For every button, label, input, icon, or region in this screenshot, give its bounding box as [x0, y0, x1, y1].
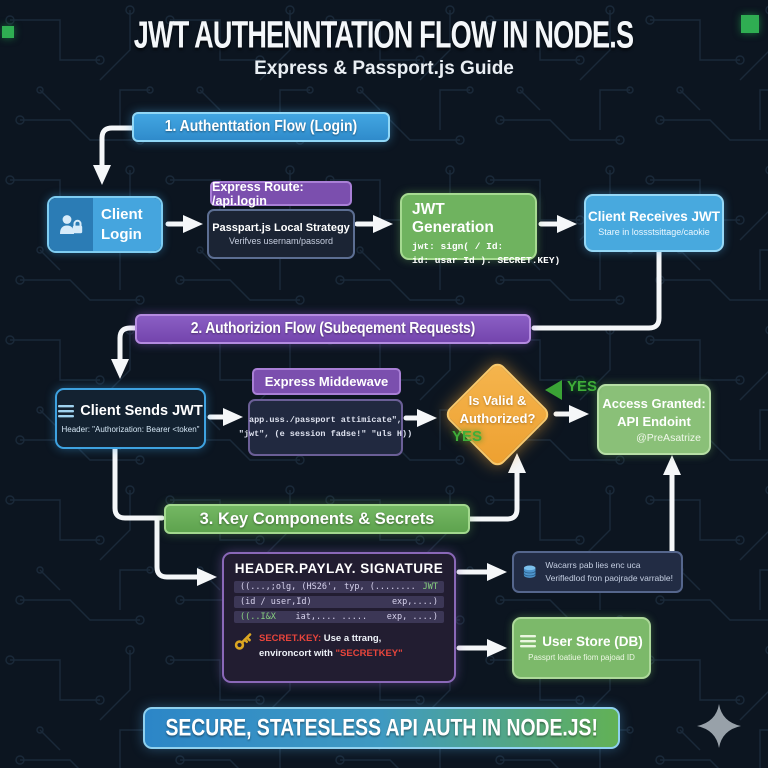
- line-sends-to-banner3: [112, 446, 165, 521]
- yes-label-right: YES: [567, 378, 598, 395]
- client-login-node: Client Login: [47, 196, 163, 253]
- arrow-banner3-to-diamond: [467, 453, 526, 522]
- secret-key-note: SECRET.KEY: Use a ttrang, environcort wi…: [224, 628, 454, 661]
- middleware-code2: "jwt", (e session fadse!" "uls H)): [238, 428, 413, 439]
- corner-accent-top-right: [741, 15, 759, 33]
- access-granted-annotation: @PreAsatrize: [636, 432, 701, 445]
- jwt-structure-title: HEADER.PAYLAY. SIGNATURE: [234, 561, 444, 576]
- footer-banner: SECURE, STATESLESS API AUTH IN NODE.JS!: [143, 707, 620, 749]
- key-info-line1: Wacarrs pab lies enc uca: [545, 559, 641, 570]
- client-sends-node: Client Sends JWT Header: "Authorization:…: [55, 388, 206, 449]
- user-store-subtitle: Passprt loatiue fiom pajoad ID: [528, 653, 635, 662]
- section3-banner: 3. Key Components & Secrets: [164, 504, 470, 534]
- section2-banner: 2. Authorizion Flow (Subeqement Requests…: [135, 314, 531, 344]
- page-subtitle: Express & Passport.js Guide: [254, 58, 514, 79]
- user-store-title: User Store (DB): [542, 634, 643, 649]
- passport-strategy-title: Passpart.js Local Strategy: [212, 222, 350, 234]
- client-sends-subtitle: Header: "Authorization: Bearer <token": [61, 425, 200, 434]
- client-receives-title: Client Receives JWT: [587, 209, 721, 224]
- section1-banner: 1. Authenttation Flow (Login): [132, 112, 390, 142]
- client-receives-node: Client Receives JWT Stare in lossstsitta…: [584, 194, 724, 252]
- jwt-generation-code1: jwt: sign( / Id:: [412, 241, 504, 252]
- decision-label: Is Valid & Authorized?: [459, 393, 536, 426]
- key-icon: [234, 633, 252, 650]
- access-granted-node: Access Granted: API Endoint @PreAsatrize: [597, 384, 711, 455]
- client-sends-title: Client Sends JWT: [80, 403, 203, 419]
- express-route-header: Express Route: /api.login: [210, 180, 352, 208]
- list-icon: [520, 635, 537, 648]
- passport-strategy-subtitle: Verifves usernam/passord: [228, 236, 334, 246]
- client-login-line1: Client: [101, 206, 143, 223]
- sparkle-icon: [697, 704, 741, 748]
- corner-accent-top-left: [2, 26, 14, 38]
- jwt-structure-node: HEADER.PAYLAY. SIGNATURE ((...,;olg, (HS…: [222, 552, 456, 683]
- yes-label-bottom: YES: [452, 428, 483, 445]
- key-info-node: Wacarrs pab lies enc uca Verifledlod fro…: [512, 551, 683, 593]
- jwt-structure-row: ((...,;olg, (HS26', typ, (........ JWT: [234, 581, 444, 593]
- jwt-generation-title: JWT Generation: [412, 201, 494, 236]
- jwt-structure-row: (id / user,Id) exp,....): [234, 596, 444, 608]
- arrow-branch-to-structure: [154, 517, 217, 586]
- arrow-banner1-to-client-login: [93, 125, 136, 185]
- list-icon: [58, 404, 75, 417]
- user-store-node: User Store (DB) Passprt loatiue fiom paj…: [512, 617, 651, 679]
- line-receives-to-banner2: [531, 248, 662, 331]
- access-granted-line1: Access Granted:: [602, 395, 706, 411]
- yes-triangle-icon: [545, 380, 562, 400]
- client-login-line2: Login: [101, 225, 142, 243]
- jwt-structure-row: ((..I&X iat,.... ..... exp, ....): [234, 611, 444, 623]
- jwt-generation-code2: id: usar Id ). SECRET.KEY): [412, 254, 561, 266]
- middleware-code1: app.uss./passport attimicate",: [248, 414, 403, 425]
- arrow-banner2-to-sends: [111, 325, 140, 379]
- client-receives-subtitle: Stare in lossstsittage/caokie: [598, 227, 710, 237]
- user-lock-icon: [49, 198, 93, 251]
- jwt-generation-node: JWT Generation jwt: sign( / Id: id: usar…: [400, 193, 560, 266]
- express-middleware-header: Express Middewave: [252, 368, 401, 395]
- database-icon: [523, 565, 536, 578]
- passport-strategy-node: Passpart.js Local Strategy Verifves user…: [207, 209, 355, 259]
- page-title: JWT AUTHENNTATION FLOW IN NODE.S: [134, 13, 634, 56]
- access-granted-line2: API Endoint: [617, 413, 691, 429]
- middleware-code-node: app.uss./passport attimicate", "jwt", (e…: [239, 399, 412, 456]
- key-info-line2: Verifledlod fron paojrade varrable!: [545, 573, 673, 583]
